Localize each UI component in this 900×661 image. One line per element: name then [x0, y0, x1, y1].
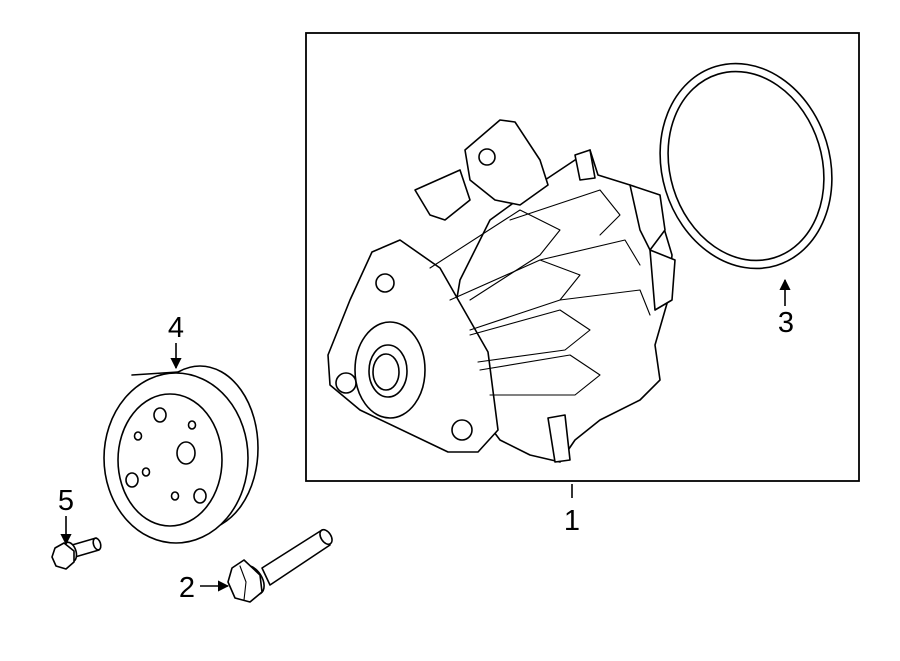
pulley[interactable] [103, 365, 259, 544]
long-bolt[interactable] [227, 528, 335, 603]
callout-1: 1 [564, 505, 580, 537]
callout-3: 3 [778, 307, 794, 339]
gasket-o-ring[interactable] [635, 42, 856, 290]
callout-2: 2 [179, 572, 195, 604]
water-pump[interactable] [327, 119, 676, 463]
assembly-frame [305, 32, 860, 482]
callout-4: 4 [168, 312, 184, 344]
callout-5: 5 [58, 485, 74, 517]
small-bolt[interactable] [51, 537, 102, 570]
